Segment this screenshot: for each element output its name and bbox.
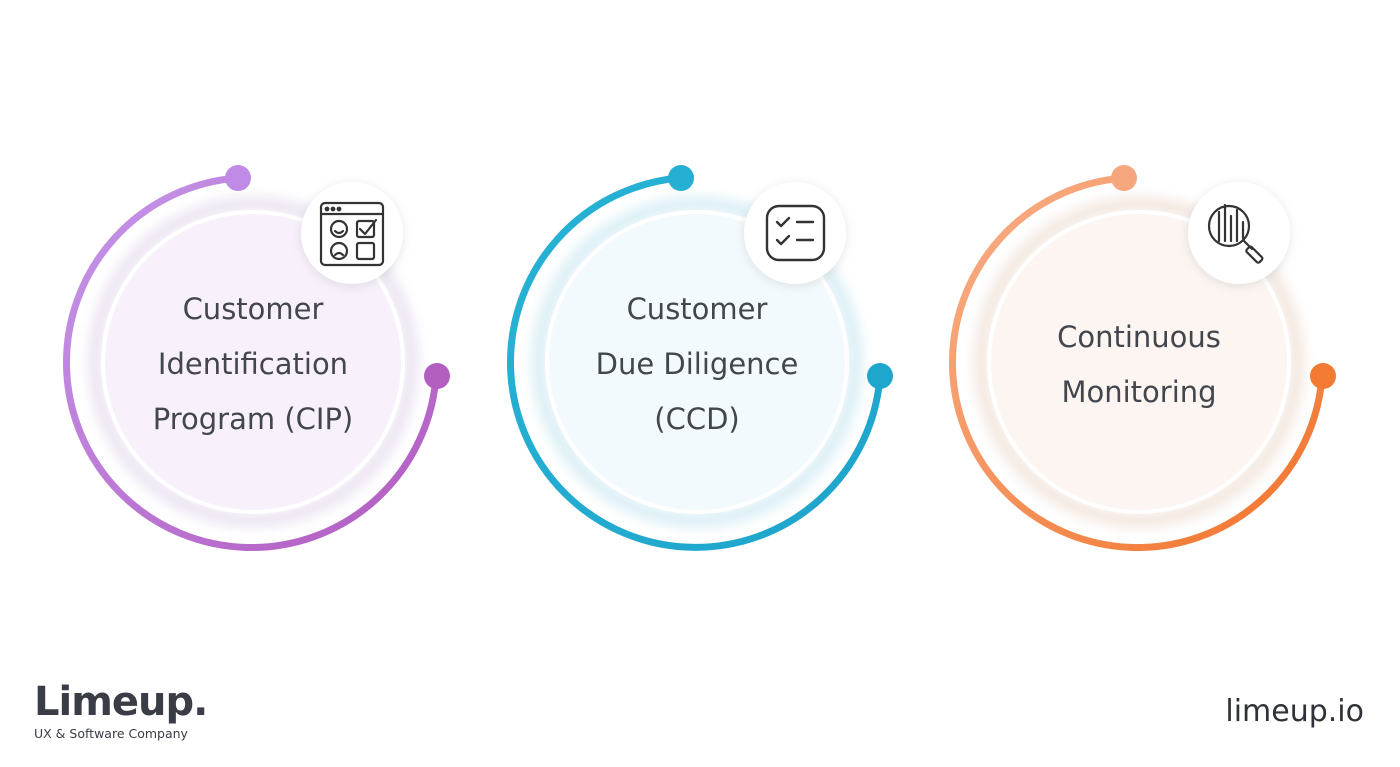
face-rating-checklist-icon: [319, 201, 385, 267]
cm-label-line-1: Continuous: [1057, 320, 1221, 354]
step-cm: [949, 165, 1336, 551]
website-text: limeup.io: [1225, 694, 1364, 729]
brand-name: Limeup.: [34, 679, 208, 725]
step-cip: [63, 165, 450, 551]
cip-label-line-2: Identification: [157, 347, 349, 381]
ccd-icon-badge: [744, 182, 846, 284]
ccd-arc-start-dot: [668, 165, 694, 191]
ccd-outer-arc: [507, 174, 884, 551]
ccd-label: Customer Due Diligence (CCD): [567, 282, 827, 447]
cip-label-line-1: Customer: [182, 292, 324, 326]
cm-label-line-2: Monitoring: [1061, 375, 1217, 409]
brand-logo: Limeup. UX & Software Company: [34, 679, 208, 741]
cm-arc-end-dot: [1310, 363, 1336, 389]
cm-inner-disc: [987, 210, 1291, 514]
cip-label-line-3: Program (CIP): [152, 402, 354, 436]
ccd-arc-end-dot: [867, 363, 893, 389]
ccd-label-line-3: (CCD): [654, 402, 740, 436]
cip-arc-end-dot: [424, 363, 450, 389]
checklist-icon: [765, 204, 826, 262]
brand-tagline: UX & Software Company: [34, 726, 188, 741]
cip-arc-start-dot: [225, 165, 251, 191]
step-ccd: [507, 165, 893, 551]
cm-halo-ring: [974, 197, 1304, 527]
cip-inner-disc: [101, 210, 405, 514]
cip-halo-ring: [88, 197, 418, 527]
cip-outer-arc: [63, 174, 440, 551]
ccd-label-line-1: Customer: [626, 292, 768, 326]
ccd-inner-disc: [545, 210, 849, 514]
cm-label: Continuous Monitoring: [1009, 310, 1269, 420]
cm-arc-start-dot: [1111, 165, 1137, 191]
cip-icon-badge: [301, 182, 403, 284]
ccd-halo-ring: [532, 197, 862, 527]
cip-label: Customer Identification Program (CIP): [123, 282, 383, 447]
cm-outer-arc: [949, 174, 1326, 551]
chart-magnifier-icon: [1207, 203, 1264, 264]
ccd-label-line-2: Due Diligence: [595, 347, 799, 381]
cm-icon-badge: [1188, 182, 1290, 284]
